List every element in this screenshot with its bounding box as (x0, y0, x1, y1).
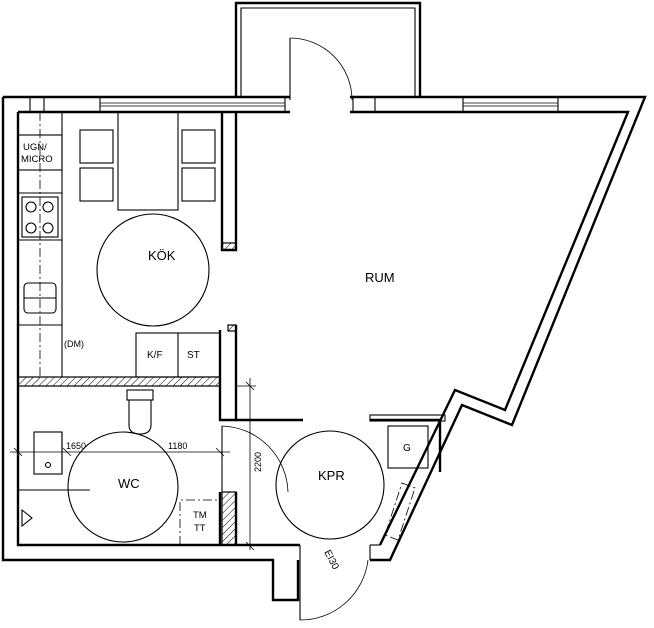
toilet-icon (126, 389, 154, 435)
dimension-lines (10, 378, 256, 551)
storage-label: ST (187, 350, 200, 361)
exterior-walls (1, 95, 647, 602)
wc-label: WC (118, 476, 140, 491)
dimension-1180: 1180 (168, 441, 187, 451)
closet-label: KPR (318, 468, 345, 483)
windows (29, 96, 559, 113)
dimension-1650: 1650 (66, 441, 86, 451)
stove-icon (21, 196, 59, 238)
dining-table (79, 111, 216, 211)
dimension-2200: 2200 (253, 452, 263, 472)
dishwasher-label: (DM) (64, 339, 84, 349)
dryer-label-2: TT (194, 523, 206, 534)
kitchen-turning-circle (96, 213, 210, 327)
living-room-label: RUM (365, 270, 395, 285)
fridge-storage-unit (135, 332, 221, 378)
washbasin-icon (33, 431, 63, 475)
sink-icon (23, 282, 57, 314)
door-class-label: EI30 (321, 548, 341, 572)
washer-dryer-unit (179, 499, 220, 545)
shower-area (18, 489, 90, 528)
kitchen-counter (17, 112, 63, 377)
oven-micro-label-1: UGN/ (23, 142, 47, 153)
dryer-label-1: TM (193, 510, 207, 521)
kitchen-label: KÖK (148, 248, 176, 263)
fridge-freezer-label: K/F (147, 350, 163, 361)
closet-turning-circle (275, 430, 385, 540)
interior-walls (17, 112, 446, 546)
wardrobe-label: G (403, 443, 411, 454)
shelf-unit (384, 482, 416, 541)
oven-micro-label-2: MICRO (21, 154, 53, 165)
wc-turning-circle (67, 431, 179, 543)
wardrobe-unit (387, 425, 429, 469)
wc-door (221, 425, 289, 493)
balcony-door (289, 37, 353, 101)
balcony (234, 1, 422, 97)
entrance-door (299, 559, 369, 621)
